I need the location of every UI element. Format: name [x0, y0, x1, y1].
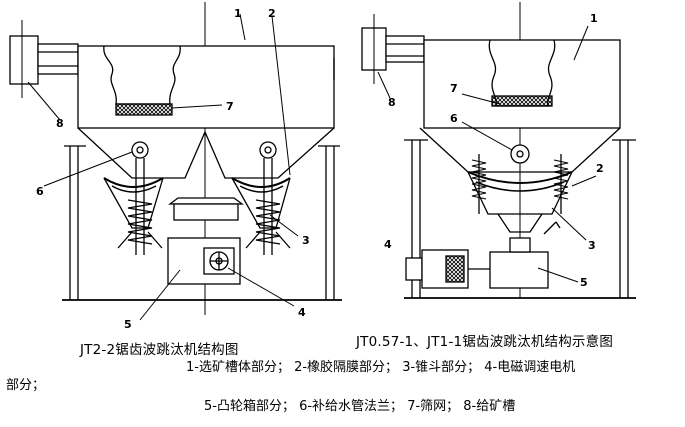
left-leader-lines [27, 13, 299, 321]
left-machine-drawing [9, 2, 342, 315]
left-label-3: 3 [302, 234, 310, 247]
right-label-7: 7 [450, 82, 458, 95]
right-label-2: 2 [596, 162, 604, 175]
right-label-1: 1 [590, 12, 598, 25]
left-label-5: 5 [124, 318, 132, 331]
legend-line-1: 1-选矿槽体部分； 2-橡胶隔膜部分； 3-锥斗部分； 4-电磁调速电机 [186, 360, 576, 375]
left-label-7: 7 [226, 100, 234, 113]
right-machine-drawing [361, 2, 636, 299]
legend-line-3: 5-凸轮箱部分； 6-补给水管法兰； 7-筛网； 8-给矿槽 [204, 399, 516, 414]
right-label-3: 3 [588, 239, 596, 252]
right-leader-lines [377, 25, 597, 283]
right-label-5: 5 [580, 276, 588, 289]
right-label-4: 4 [384, 238, 392, 251]
left-diagram-caption: JT2-2锯齿波跳汰机结构图 [80, 342, 239, 358]
left-label-6: 6 [36, 185, 44, 198]
right-diagram-caption: JT0.57-1、JT1-1锯齿波跳汰机结构示意图 [356, 334, 614, 350]
left-label-8: 8 [56, 117, 64, 130]
left-label-2: 2 [268, 7, 276, 20]
left-part-number-labels: 1 2 3 4 5 6 7 8 [36, 7, 310, 331]
right-part-number-labels: 1 2 3 4 5 6 7 8 [384, 12, 604, 289]
right-label-6: 6 [450, 112, 458, 125]
left-label-4: 4 [298, 306, 306, 319]
legend-line-2: 部分； [6, 378, 46, 393]
left-label-1: 1 [234, 7, 242, 20]
right-label-8: 8 [388, 96, 396, 109]
